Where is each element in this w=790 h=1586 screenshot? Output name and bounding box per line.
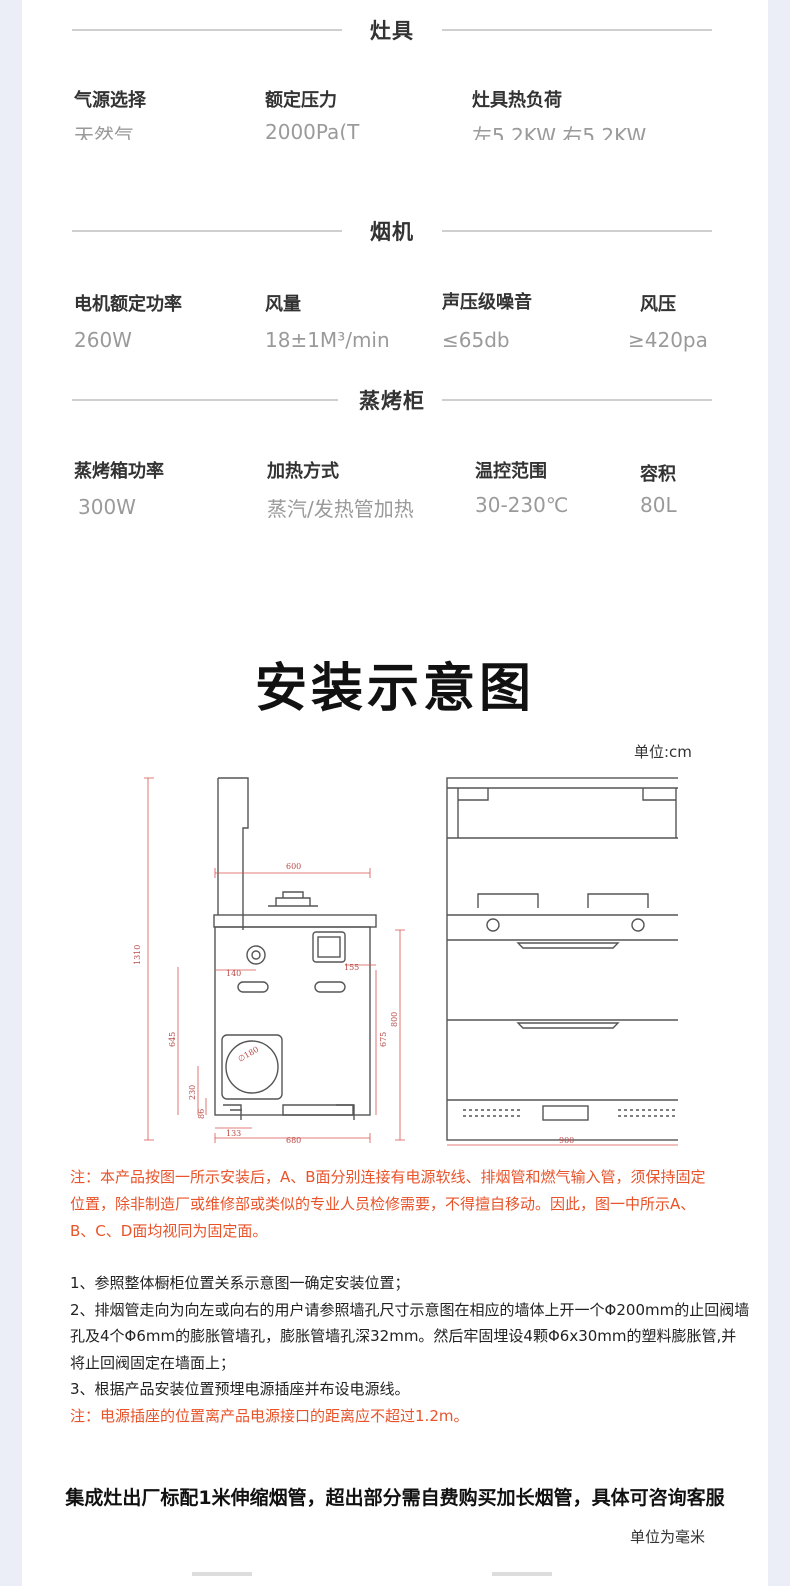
slot-right	[314, 981, 346, 993]
spec-rated-pressure: 额定压力 2000Pa(T	[265, 86, 359, 144]
foot-right	[336, 1104, 355, 1120]
outlet-square	[312, 931, 346, 963]
control-buttons	[463, 1109, 678, 1117]
dim-155: 155	[344, 963, 359, 972]
drawer-handle-1	[516, 942, 620, 949]
exhaust-port-box	[221, 1034, 283, 1100]
spec-label: 灶具热负荷	[472, 90, 562, 111]
spec-air-volume: 风量 18±1M³/min	[265, 290, 390, 352]
dim-675: 675	[379, 1032, 388, 1047]
chimney-pipe-statement: 集成灶出厂标配1米伸缩烟管，超出部分需自费购买加长烟管，具体可咨询客服	[65, 1487, 725, 1509]
dim-133: 133	[226, 1129, 241, 1138]
foot-left	[223, 1104, 242, 1120]
install-step-3: 3、根据产品安装位置预埋电源插座并布设电源线。	[70, 1380, 410, 1398]
divider-right	[442, 29, 712, 31]
row-mask	[22, 140, 768, 154]
spec-value: 260W	[74, 328, 132, 352]
section-header-hood: 烟机	[72, 216, 712, 246]
spec-capacity: 容积 80L	[640, 460, 677, 517]
install-steps: 1、参照整体橱柜位置关系示意图一确定安装位置； 2、排烟管走向为向左或向右的用户…	[70, 1270, 750, 1429]
hood-column-outline	[217, 777, 249, 930]
divider-right	[442, 399, 712, 401]
install-note: 注：本产品按图一所示安装后，A、B面分别连接有电源软线、排烟管和燃气输入管，须保…	[70, 1168, 706, 1240]
exhaust-port	[225, 1040, 279, 1094]
spec-value: ≤65db	[442, 328, 510, 352]
knob-right	[631, 918, 645, 932]
stove-top-panel	[213, 914, 377, 928]
dim-line-top-width	[214, 868, 371, 878]
dim-line-800	[395, 929, 405, 1141]
cropped-line-left	[192, 1572, 252, 1576]
dim-line-depth	[214, 1133, 371, 1143]
spec-air-pressure: 风压 ≥420pa	[628, 290, 708, 352]
install-warning: 注：电源插座的位置离产品电源接口的距离应不超过1.2m。	[70, 1406, 469, 1425]
divider-left	[72, 29, 342, 31]
section-title-oven: 蒸烤柜	[359, 389, 425, 413]
spec-value: 80L	[640, 493, 677, 517]
spec-value: 30-230℃	[475, 493, 569, 517]
hood-front	[447, 787, 678, 838]
spec-label: 加热方式	[267, 461, 339, 482]
outlet-square-inner	[317, 936, 341, 958]
spec-oven-power: 蒸烤箱功率 300W	[74, 457, 164, 519]
spec-label: 额定压力	[265, 90, 337, 111]
spec-temp-range: 温控范围 30-230℃	[475, 457, 568, 517]
spec-label: 蒸烤箱功率	[74, 461, 164, 482]
spec-heating-method: 加热方式 蒸汽/发热管加热	[267, 457, 414, 522]
product-detail-sheet: 灶具 气源选择 天然气 额定压力 2000Pa(T 灶具热负荷 左5.2KW 右…	[22, 0, 768, 1586]
dim-645: 645	[168, 1032, 177, 1047]
spec-motor-power: 电机额定功率 260W	[74, 290, 182, 352]
dim-86: 86	[197, 1109, 206, 1119]
burners-front	[477, 893, 649, 908]
section-header-oven: 蒸烤柜	[72, 385, 712, 415]
install-step-2: 2、排烟管走向为向左或向右的用户请参照墙孔尺寸示意图在相应的墙体上开一个Φ200…	[70, 1300, 750, 1372]
spec-label: 声压级噪音	[442, 292, 532, 313]
spec-noise: 声压级噪音 ≤65db	[442, 288, 532, 352]
gas-inlet-inner	[251, 950, 261, 960]
install-title: 安装示意图	[254, 659, 535, 719]
section-header-stove: 灶具	[72, 15, 712, 45]
spec-value: 18±1M³/min	[265, 328, 390, 352]
unit-label-mm: 单位为毫米	[630, 1528, 706, 1546]
install-step-1: 1、参照整体橱柜位置关系示意图一确定安装位置；	[70, 1274, 410, 1292]
dim-depth: 680	[286, 1136, 301, 1145]
gas-inlet	[246, 945, 266, 965]
unit-label-cm: 单位:cm	[634, 743, 692, 761]
section-title-hood: 烟机	[370, 220, 414, 244]
divider-right	[442, 230, 712, 232]
spec-label: 气源选择	[74, 90, 146, 111]
dim-height: 1310	[133, 945, 142, 965]
spec-label: 温控范围	[475, 461, 547, 482]
spec-value: ≥420pa	[628, 328, 708, 352]
dim-top-width: 600	[286, 862, 301, 871]
burner-side	[268, 891, 318, 907]
install-diagram: 1310 600 140 155 645 675 800 ∅180 230 86…	[133, 777, 678, 1146]
spec-label: 容积	[640, 464, 676, 485]
spec-label: 风量	[265, 294, 301, 315]
dim-180: ∅180	[237, 1045, 261, 1064]
spec-value: 蒸汽/发热管加热	[267, 497, 414, 521]
cropped-line-right	[492, 1572, 552, 1576]
slot-left	[237, 981, 269, 993]
dim-800: 800	[390, 1012, 399, 1027]
drawer-handle-2	[516, 1022, 620, 1029]
divider-left	[72, 399, 338, 401]
dim-line-height	[144, 777, 154, 1141]
spec-label: 风压	[640, 294, 676, 315]
spec-label: 电机额定功率	[74, 294, 182, 315]
dim-front-width: 900	[559, 1136, 574, 1145]
dim-140: 140	[226, 969, 241, 978]
display-window	[542, 1105, 589, 1121]
knob-left	[486, 918, 500, 932]
dim-230: 230	[188, 1085, 197, 1100]
cabinet-side	[214, 926, 371, 1116]
divider-left	[72, 230, 342, 232]
cabinet-front	[446, 777, 678, 1141]
section-title-stove: 灶具	[370, 19, 414, 43]
base-plinth	[282, 1104, 354, 1116]
spec-value: 300W	[78, 495, 136, 519]
